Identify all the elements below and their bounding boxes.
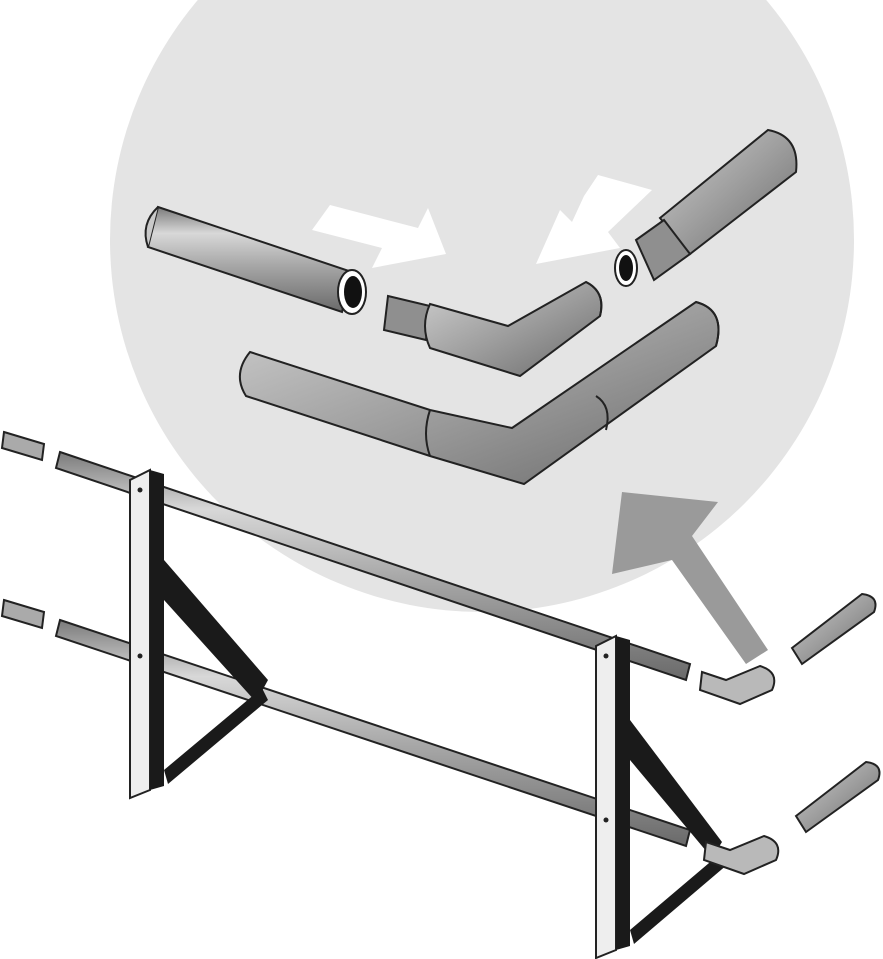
- rail-end-cap: [0, 430, 46, 462]
- elbow-connector: [382, 280, 603, 378]
- lower-corner-connector: [702, 760, 881, 876]
- detail-zoom-circle: [110, 0, 854, 612]
- zoom-callout-arrow-icon: [612, 492, 768, 664]
- guardrail-frame: [0, 430, 881, 959]
- upper-corner-connector: [698, 592, 877, 706]
- left-post: [129, 468, 268, 800]
- insert-arrow-right-icon: [312, 205, 446, 268]
- left-tube: [144, 205, 367, 315]
- detail-exploded-parts: [144, 128, 798, 486]
- insert-arrow-left-icon: [536, 175, 652, 264]
- assembled-corner: [239, 300, 720, 486]
- right-post: [595, 634, 728, 959]
- right-tube: [614, 128, 798, 287]
- rail-end-cap: [0, 598, 46, 630]
